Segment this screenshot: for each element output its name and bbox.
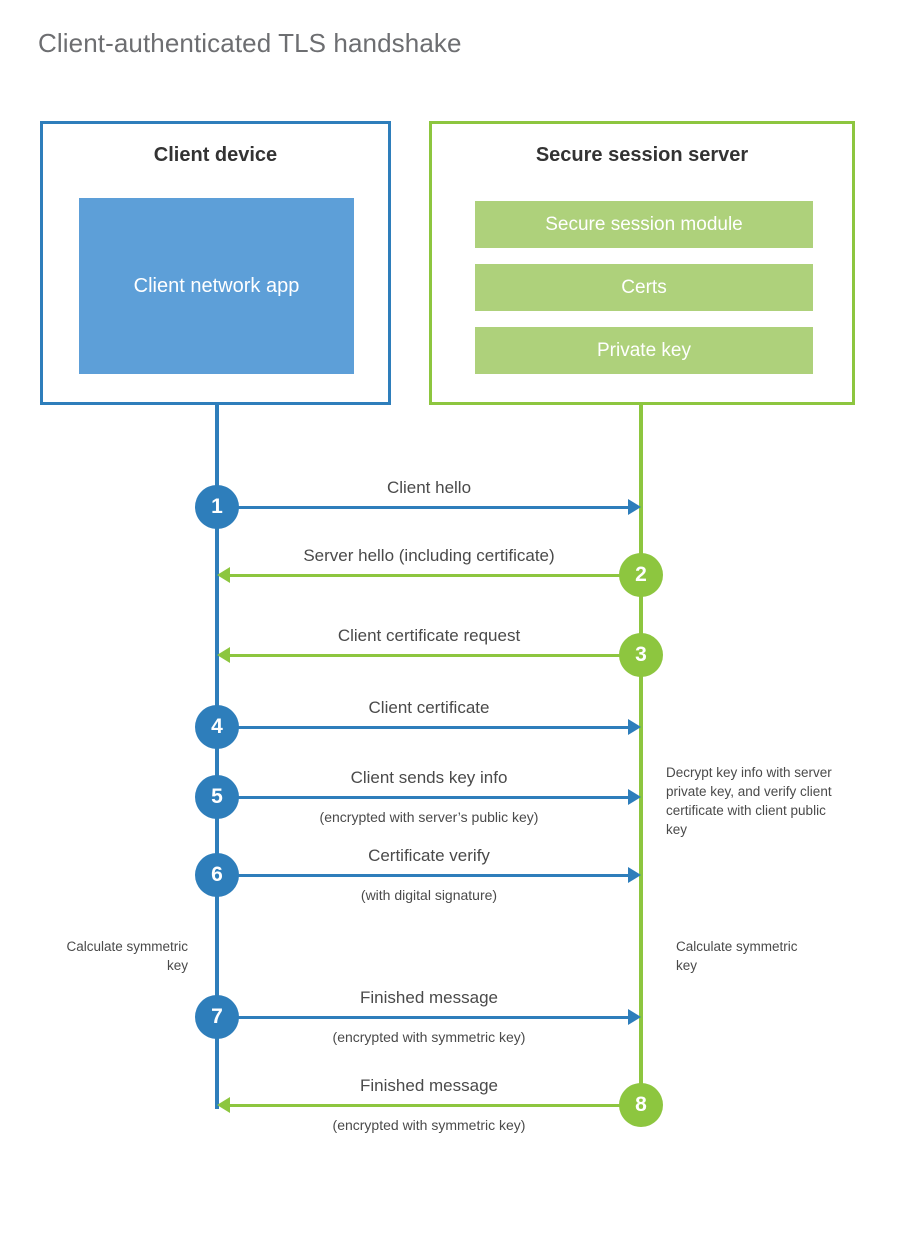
- arrow-head-step-8: [217, 1097, 230, 1113]
- message-label-step-3: Client certificate request: [337, 626, 521, 645]
- message-sublabel-step-5: (encrypted with server’s public key): [319, 809, 539, 825]
- client-device-box: Client device Client network app: [40, 121, 391, 405]
- server-block-secure-session-module: Secure session module: [475, 201, 813, 248]
- arrow-shaft-step-6: [217, 873, 628, 877]
- note-server-calculate-symmetric-key: Calculate symmetric key: [676, 939, 798, 974]
- message-label-step-5: Client sends key info: [350, 768, 508, 787]
- message-label-step-6: Certificate verify: [368, 846, 490, 865]
- arrow-shaft-step-7: [217, 1015, 628, 1019]
- step-number-circle-3[interactable]: 3: [619, 633, 663, 677]
- message-sublabel-step-6: (with digital signature): [360, 887, 498, 903]
- secure-session-server-title: Secure session server: [535, 144, 749, 166]
- arrow-head-step-2: [217, 567, 230, 583]
- server-lifeline: [639, 403, 643, 1109]
- arrow-head-step-5: [628, 789, 641, 805]
- arrow-shaft-step-5: [217, 795, 628, 799]
- client-device-title: Client device: [153, 144, 278, 166]
- client-network-app-block: Client network app: [79, 198, 354, 374]
- arrow-shaft-step-3: [230, 653, 641, 657]
- step-number-circle-2[interactable]: 2: [619, 553, 663, 597]
- step-number-circle-6[interactable]: 6: [195, 853, 239, 897]
- note-client-calculate-symmetric-key: Calculate symmetric key: [66, 939, 188, 974]
- message-sublabel-step-7: (encrypted with symmetric key): [332, 1029, 526, 1045]
- arrow-head-step-4: [628, 719, 641, 735]
- step-number-circle-5[interactable]: 5: [195, 775, 239, 819]
- message-sublabel-step-8: (encrypted with symmetric key): [332, 1117, 526, 1133]
- page-title: Client-authenticated TLS handshake: [38, 28, 462, 58]
- message-label-step-8: Finished message: [360, 1076, 498, 1095]
- arrow-head-step-7: [628, 1009, 641, 1025]
- arrow-head-step-6: [628, 867, 641, 883]
- server-block-private-key: Private key: [475, 327, 813, 374]
- note-server-decrypt: Decrypt key info with server private key…: [666, 765, 832, 838]
- arrow-shaft-step-4: [217, 725, 628, 729]
- arrow-shaft-step-8: [230, 1103, 641, 1107]
- message-label-step-7: Finished message: [360, 988, 498, 1007]
- step-number-circle-8[interactable]: 8: [619, 1083, 663, 1127]
- step-number-circle-7[interactable]: 7: [195, 995, 239, 1039]
- step-number-circle-1[interactable]: 1: [195, 485, 239, 529]
- arrow-head-step-3: [217, 647, 230, 663]
- message-label-step-2: Server hello (including certificate): [303, 546, 555, 565]
- message-label-step-1: Client hello: [386, 478, 472, 497]
- arrow-shaft-step-1: [217, 505, 628, 509]
- message-label-step-4: Client certificate: [368, 698, 490, 717]
- server-block-certs: Certs: [475, 264, 813, 311]
- step-number-circle-4[interactable]: 4: [195, 705, 239, 749]
- client-lifeline: [215, 403, 219, 1109]
- arrow-shaft-step-2: [230, 573, 641, 577]
- arrow-head-step-1: [628, 499, 641, 515]
